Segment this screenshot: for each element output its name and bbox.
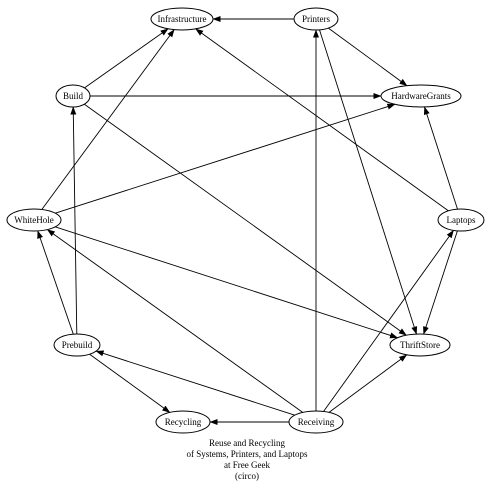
node-thrift-store-label: ThriftStore <box>400 340 440 350</box>
node-printers-label: Printers <box>302 14 330 24</box>
edge-receiving-to-prebuild <box>95 350 295 416</box>
node-thrift-store-ellipse <box>389 333 451 357</box>
node-infrastructure-label: Infrastructure <box>158 14 207 24</box>
edge-receiving-to-laptops <box>323 229 454 412</box>
edge-build-to-thrift-store <box>84 103 407 336</box>
node-laptops: Laptops <box>437 208 485 232</box>
node-printers: Printers <box>293 7 339 31</box>
node-laptops-label: Laptops <box>447 215 476 225</box>
node-recycling: Recycling <box>155 410 211 434</box>
edges-layer <box>37 16 458 425</box>
node-build-ellipse <box>55 84 91 108</box>
node-build: Build <box>55 84 91 108</box>
edge-printers-to-hardware-grants <box>328 27 408 87</box>
node-white-hole-label: WhiteHole <box>14 215 54 225</box>
node-receiving-label: Receiving <box>298 417 335 427</box>
edge-laptops-to-hardware-grants <box>423 106 458 210</box>
node-infrastructure: Infrastructure <box>150 7 214 31</box>
node-white-hole: WhiteHole <box>6 208 62 232</box>
node-receiving-ellipse <box>288 410 344 434</box>
caption-line-3: at Free Geek <box>224 460 270 470</box>
node-laptops-ellipse <box>437 208 485 232</box>
node-build-label: Build <box>63 91 84 101</box>
caption-line-1: Reuse and Recycling <box>209 438 285 448</box>
node-hardware-grants: HardwareGrants <box>380 84 462 108</box>
edge-receiving-to-white-hole <box>46 229 303 413</box>
edge-white-hole-to-infrastructure <box>41 29 175 210</box>
edge-laptops-to-infrastructure <box>195 28 449 212</box>
node-white-hole-ellipse <box>6 208 62 232</box>
node-prebuild-label: Prebuild <box>62 340 93 350</box>
node-printers-ellipse <box>293 7 339 31</box>
node-recycling-ellipse <box>155 410 211 434</box>
edge-laptops-to-thrift-store <box>423 230 458 335</box>
caption-line-2: of Systems, Printers, and Laptops <box>187 449 308 459</box>
node-thrift-store: ThriftStore <box>389 333 451 357</box>
node-recycling-label: Recycling <box>165 417 202 427</box>
edge-prebuild-to-recycling <box>89 353 171 413</box>
edge-white-hole-to-hardware-grants <box>55 103 396 214</box>
edge-printers-to-thrift-store <box>319 29 418 335</box>
node-prebuild: Prebuild <box>53 333 101 357</box>
edge-receiving-to-thrift-store <box>328 354 408 413</box>
node-prebuild-ellipse <box>53 333 101 357</box>
node-receiving: Receiving <box>288 410 344 434</box>
edge-prebuild-to-build <box>70 106 78 335</box>
edge-prebuild-to-white-hole <box>37 230 74 335</box>
edge-build-to-infrastructure <box>84 28 169 89</box>
caption-line-4: (circo) <box>235 471 259 481</box>
node-infrastructure-ellipse <box>150 7 214 31</box>
node-hardware-grants-ellipse <box>380 84 462 108</box>
node-hardware-grants-label: HardwareGrants <box>391 91 451 101</box>
edge-white-hole-to-thrift-store <box>54 226 398 339</box>
caption: Reuse and Recycling of Systems, Printers… <box>187 438 308 481</box>
